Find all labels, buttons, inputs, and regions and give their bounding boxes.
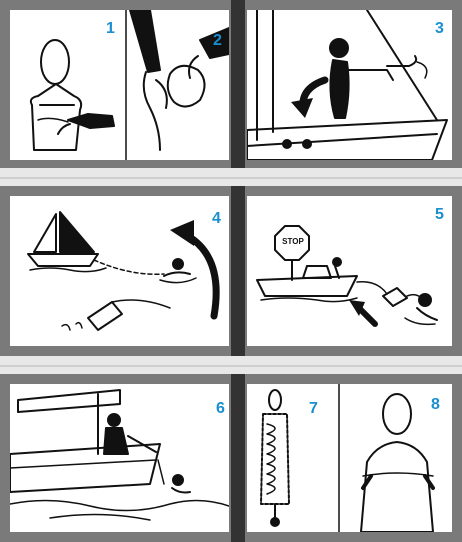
column-divider-row-2	[231, 186, 245, 356]
gap-line	[0, 177, 462, 179]
step-number-2: 2	[213, 32, 222, 50]
illustration-inflate-bag	[10, 10, 229, 160]
stop-sign-label: STOP	[276, 237, 310, 246]
row-gap-2	[0, 356, 462, 374]
step-number-4: 4	[212, 210, 221, 228]
step-number-5: 5	[435, 206, 444, 224]
illustration-stop-and-pull	[247, 196, 452, 346]
panel-steps-1-2: 1 2	[10, 10, 229, 160]
step-number-7: 7	[309, 400, 318, 418]
column-divider-row-1	[231, 0, 245, 168]
panel-step-5: STOP 5	[247, 196, 452, 346]
illustration-circle-swimmer	[10, 196, 229, 346]
illustration-pack-device	[247, 384, 452, 532]
illustration-throw-from-boat	[247, 10, 452, 160]
panel-step-3: 3	[247, 10, 452, 160]
row-gap-1	[0, 168, 462, 186]
column-divider-row-3	[231, 374, 245, 542]
panel-step-6: 6	[10, 384, 229, 532]
panel-steps-7-8: 7 8	[247, 384, 452, 532]
step-number-8: 8	[431, 396, 440, 414]
gap-line	[0, 365, 462, 367]
step-number-6: 6	[216, 400, 225, 418]
step-number-1: 1	[106, 20, 115, 38]
illustration-retrieve-swimmer	[10, 384, 229, 532]
step-number-3: 3	[435, 20, 444, 38]
panel-step-4: 4	[10, 196, 229, 346]
